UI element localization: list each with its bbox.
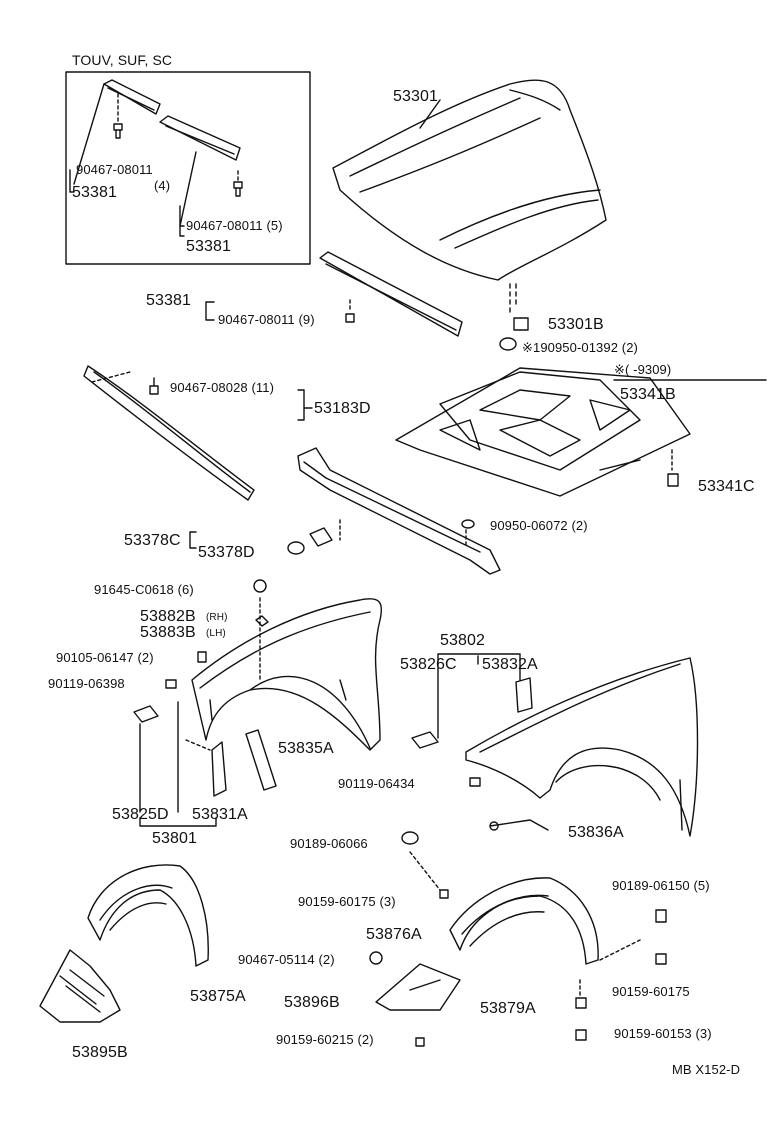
insulator-clip-icon (667, 473, 679, 487)
label-53381-a: 53381 (72, 184, 117, 201)
seal-53183D (83, 365, 255, 501)
hood-insulator (395, 367, 691, 497)
label-53301B: 53301B (548, 316, 604, 333)
label-53883B: 53883B (140, 624, 196, 641)
label-90119-06398: 90119-06398 (48, 676, 125, 691)
bracket-53836A (489, 819, 549, 831)
bracket-53378C (309, 527, 333, 547)
label-90467-08011-c: 90467-08011 (9) (218, 312, 315, 327)
label-53836A: 53836A (568, 824, 624, 841)
note-mark: ※( -9309) (614, 362, 672, 377)
bracket-53832A (515, 677, 533, 713)
hood-seal-clip-icon (499, 337, 517, 351)
screw-90119-icon (165, 679, 177, 689)
bracket-53826C (411, 731, 439, 749)
inset-strip-right (159, 115, 243, 227)
label-53378D: 53378D (198, 544, 255, 561)
label-53876A: 53876A (366, 926, 422, 943)
label-90159-60175: 90159-60175 (612, 984, 690, 999)
label-53801: 53801 (152, 830, 197, 847)
label-53825D: 53825D (112, 806, 169, 823)
left-fender (191, 598, 383, 751)
label-53378C: 53378C (124, 532, 181, 549)
clip-90189-06150-icon (655, 909, 667, 923)
label-53802: 53802 (440, 632, 485, 649)
inset-box (65, 71, 311, 265)
label-53183D: 53183D (314, 400, 371, 417)
right-fender (465, 657, 699, 837)
label-90159-60175-3: 90159-60175 (3) (298, 894, 396, 909)
fender-shim-icon (255, 615, 269, 627)
clip-90189-06066-icon (401, 831, 419, 845)
screw-90119-06434-icon (469, 777, 481, 787)
label-rh: (RH) (206, 612, 228, 623)
bracket-53831A (211, 741, 227, 797)
label-53301: 53301 (393, 88, 438, 105)
label-90189-06150: 90189-06150 (5) (612, 878, 710, 893)
label-53826C: 53826C (400, 656, 457, 673)
hood-lock-support (297, 447, 501, 575)
screw-53879A-icon (575, 997, 587, 1009)
label-90105-06147: 90105-06147 (2) (56, 650, 154, 665)
label-190950-01392: ※190950-01392 (2) (522, 340, 638, 355)
label-53831A: 53831A (192, 806, 248, 823)
label-53835A: 53835A (278, 740, 334, 757)
label-qty-4: (4) (154, 178, 171, 193)
label-53832A: 53832A (482, 656, 538, 673)
clip-90467-05114-icon (369, 951, 383, 965)
inset-title: TOUV, SUF, SC (72, 52, 173, 68)
label-90467-08011-b: 90467-08011 (5) (186, 218, 283, 233)
label-lh: (LH) (206, 628, 226, 639)
label-90159-60153: 90159-60153 (3) (614, 1026, 712, 1041)
fender-liner-53875A (87, 864, 209, 967)
label-53896B: 53896B (284, 994, 340, 1011)
screw-90159-60175-icon (439, 889, 449, 899)
label-53341B: 53341B (620, 386, 676, 403)
clip-53378D-icon (287, 541, 305, 555)
label-90189-06066: 90189-06066 (290, 836, 368, 851)
fender-liner-53876A (449, 877, 599, 965)
screw-90159-60153-icon (575, 1029, 587, 1041)
footer-code: MB X152-D (672, 1062, 741, 1077)
label-53381-b: 53381 (186, 238, 231, 255)
label-91645-C0618: 91645-C0618 (6) (94, 582, 194, 597)
label-53882B: 53882B (140, 608, 196, 625)
label-90950-06072: 90950-06072 (2) (490, 518, 588, 533)
hood-bumper-icon (513, 317, 529, 331)
label-53895B: 53895B (72, 1044, 128, 1061)
label-90119-06434: 90119-06434 (338, 776, 415, 791)
grommet-icon (461, 519, 475, 529)
screw-90159-60175-r-icon (655, 953, 667, 965)
label-90467-08011-a: 90467-08011 (76, 162, 153, 177)
inset-strip-left (73, 79, 161, 185)
splash-shield-53895B (39, 949, 121, 1023)
bracket-53835A (245, 729, 277, 791)
fender-nut-icon (253, 579, 267, 593)
weatherstrip-53381 (205, 251, 463, 337)
label-90159-60215: 90159-60215 (2) (276, 1032, 374, 1047)
label-53381-c: 53381 (146, 292, 191, 309)
splash-shield-53896B (375, 963, 461, 1011)
screw-90159-60215-icon (415, 1037, 425, 1047)
hood-panel (332, 79, 607, 281)
label-53341C: 53341C (698, 478, 755, 495)
label-53879A: 53879A (480, 1000, 536, 1017)
fender-bolt-icon (197, 651, 207, 663)
label-90467-08028: 90467-08028 (11) (170, 380, 274, 395)
label-90467-05114: 90467-05114 (2) (238, 952, 335, 967)
label-53875A: 53875A (190, 988, 246, 1005)
bracket-53825D (133, 705, 159, 723)
